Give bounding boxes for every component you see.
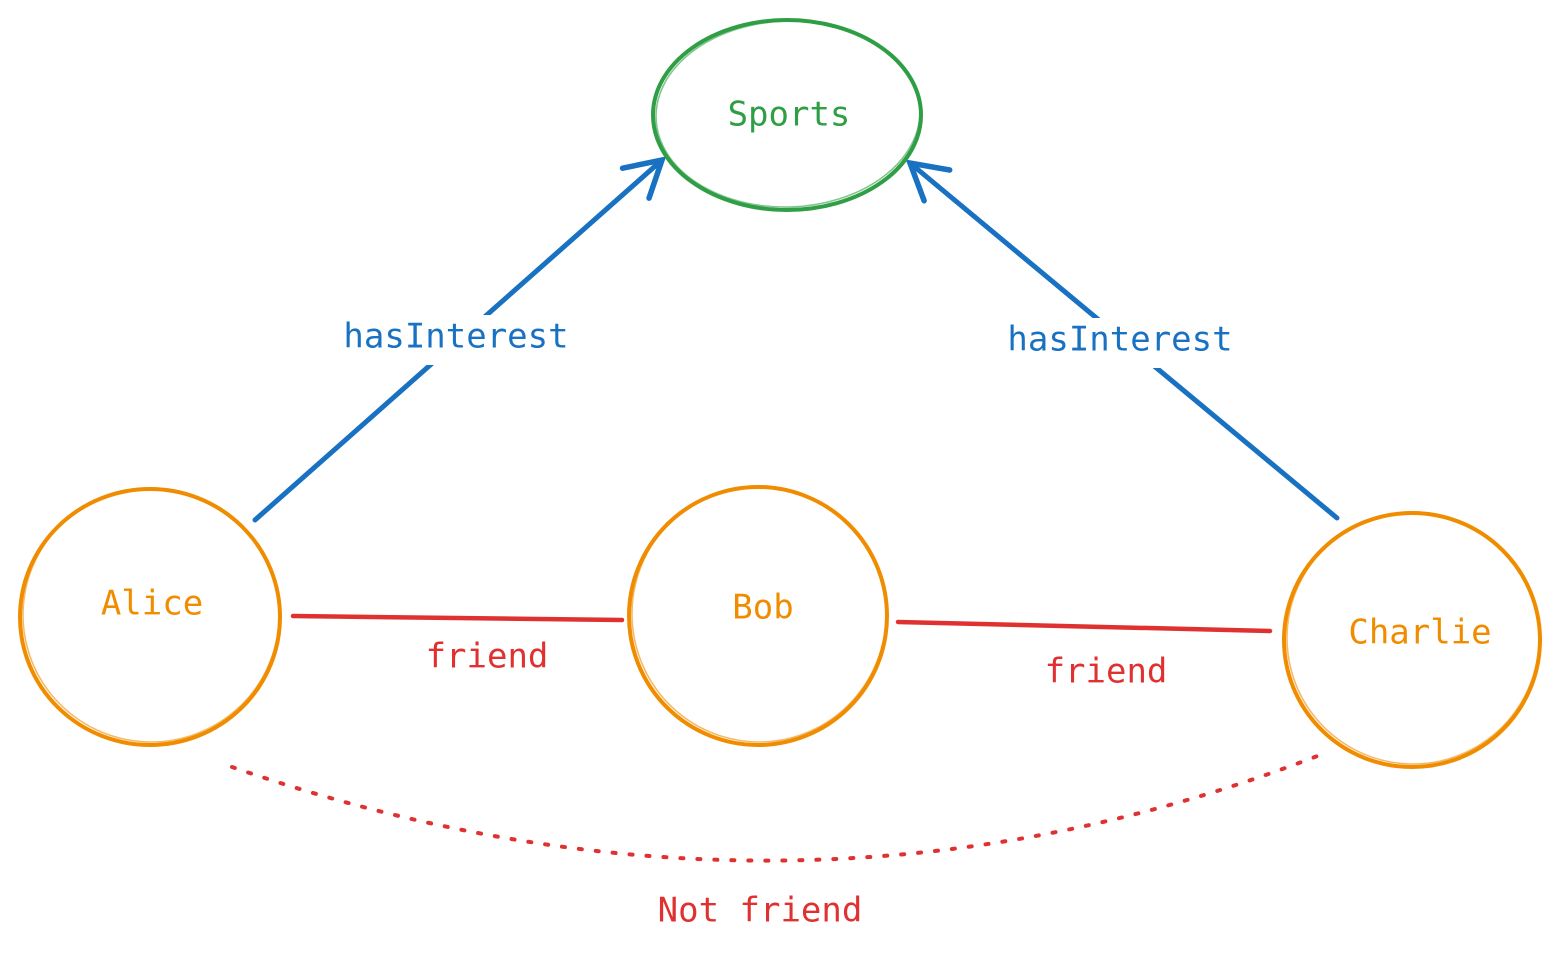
node-label-alice: Alice bbox=[101, 584, 203, 624]
edge-label-alice-has-interest: hasInterest bbox=[343, 317, 568, 357]
edge-charlie-has-interest-sports: hasInterest bbox=[905, 159, 1340, 521]
edge-label-charlie-has-interest: hasInterest bbox=[1007, 320, 1232, 360]
node-label-bob: Bob bbox=[732, 588, 793, 628]
edge-label-not-friend: Not friend bbox=[658, 891, 863, 931]
edge-label-bob-charlie-friend: friend bbox=[1045, 652, 1168, 692]
edge-bob-friend-charlie: friend bbox=[895, 619, 1273, 692]
node-label-charlie: Charlie bbox=[1348, 613, 1491, 653]
edge-alice-friend-bob: friend bbox=[290, 613, 625, 677]
edge-alice-not-friend-charlie: Not friend bbox=[230, 753, 1322, 931]
node-sports: Sports bbox=[651, 18, 923, 212]
node-charlie: Charlie bbox=[1282, 511, 1542, 769]
node-bob: Bob bbox=[627, 485, 889, 747]
edge-label-alice-bob-friend: friend bbox=[426, 637, 549, 677]
node-label-sports: Sports bbox=[728, 95, 851, 135]
edge-alice-has-interest-sports: hasInterest bbox=[252, 156, 667, 523]
node-alice: Alice bbox=[18, 487, 282, 747]
